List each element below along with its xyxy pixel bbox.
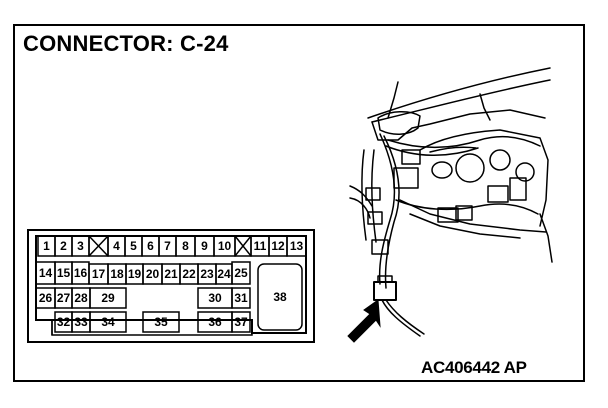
pin-31: 31: [234, 291, 248, 305]
pin-10: 10: [218, 239, 232, 253]
pin-11: 11: [254, 239, 267, 253]
pin-19: 19: [128, 267, 142, 281]
pin-18: 18: [110, 267, 124, 281]
row-3: [35, 287, 251, 309]
pin-4: 4: [113, 239, 120, 253]
pin-7: 7: [164, 239, 171, 253]
pin-8: 8: [182, 239, 189, 253]
terminal-38-box: [257, 263, 303, 331]
pin-35: 35: [154, 315, 168, 329]
pin-20: 20: [146, 267, 160, 281]
row-4: [54, 311, 251, 333]
pin-37: 37: [234, 315, 248, 329]
pin-1: 1: [43, 239, 50, 253]
pin-16: 16: [74, 266, 88, 280]
pin-15: 15: [57, 266, 71, 280]
location-arrow-icon: [347, 299, 381, 343]
connector-title: CONNECTOR: C-24: [23, 31, 229, 56]
pin-36: 36: [208, 315, 222, 329]
row-1: [37, 235, 307, 257]
pin-12: 12: [271, 239, 285, 253]
pin-5: 5: [130, 239, 137, 253]
pin-3: 3: [77, 239, 84, 253]
pin-14: 14: [39, 266, 53, 280]
pin-29: 29: [101, 291, 115, 305]
pin-17: 17: [92, 267, 106, 281]
pin-13: 13: [290, 239, 304, 253]
pin-26: 26: [39, 291, 53, 305]
pin-28: 28: [74, 291, 88, 305]
pin-9: 9: [201, 239, 208, 253]
pin-labels: 1 2 3 4 5 6 7 8 9 10 11 12 13 14 15 16 1…: [39, 239, 304, 329]
pin-25: 25: [234, 266, 248, 280]
pin-2: 2: [60, 239, 67, 253]
pin-33: 33: [74, 315, 88, 329]
pin-32: 32: [57, 315, 71, 329]
figure-frame: [13, 24, 585, 382]
pin-30: 30: [208, 291, 222, 305]
pin-24: 24: [217, 267, 231, 281]
row-2: [35, 261, 251, 285]
pin-34: 34: [101, 315, 115, 329]
figure-code: AC406442 AP: [421, 358, 527, 377]
vehicle-illustration: [349, 67, 553, 337]
pin-6: 6: [147, 239, 154, 253]
pin-38: 38: [273, 290, 287, 304]
pin-22: 22: [182, 267, 196, 281]
pin-23: 23: [200, 267, 214, 281]
pin-27: 27: [57, 291, 71, 305]
pin-21: 21: [164, 267, 178, 281]
